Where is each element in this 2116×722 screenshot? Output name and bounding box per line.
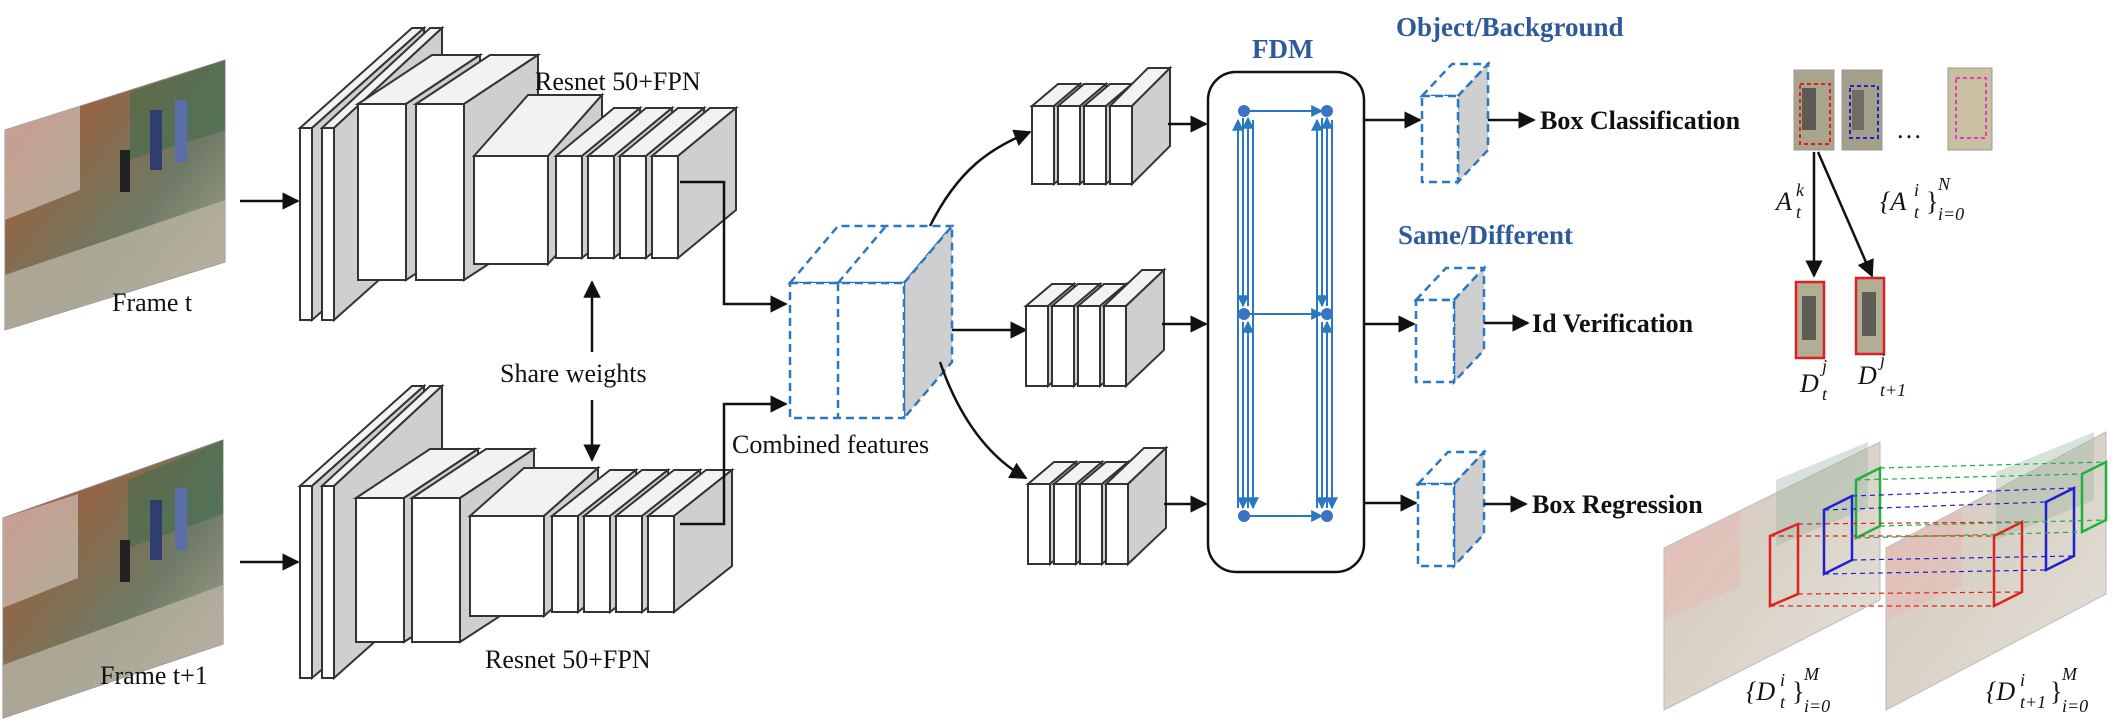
- d-t1-j-symbol: D j t+1: [1857, 350, 1906, 400]
- frame-t-image: [4, 59, 226, 331]
- svg-text:M: M: [1803, 664, 1820, 684]
- anchor-crop-2: [1841, 69, 1883, 151]
- svg-text:i: i: [2020, 670, 2025, 690]
- backbone-bottom-label: Resnet 50+FPN: [485, 645, 651, 674]
- id-group-label: Same/Different: [1398, 220, 1573, 250]
- anchor-crop-n: [1947, 67, 1993, 151]
- anchor-set-symbol: {A i t } N i=0: [1880, 174, 1964, 224]
- fdm-graph: [1232, 105, 1338, 522]
- combined-features-label: Combined features: [732, 430, 929, 459]
- backbone-top: [297, 25, 739, 323]
- svg-text:i=0: i=0: [1804, 696, 1830, 716]
- anchor-k-symbol: A k t: [1774, 180, 1805, 222]
- dset-t-symbol: {D i t } M i=0: [1746, 664, 1830, 716]
- frame-t1-label: Frame t+1: [100, 661, 208, 690]
- box-regression-label: Box Regression: [1532, 490, 1703, 519]
- svg-text:t: t: [1914, 202, 1920, 222]
- svg-text:{D: {D: [1746, 677, 1775, 706]
- svg-text:D: D: [1857, 361, 1877, 390]
- share-weights-label: Share weights: [500, 359, 647, 388]
- arrow-top-to-combined: [680, 180, 788, 313]
- head-stack-top: [1029, 65, 1173, 187]
- svg-text:t: t: [1796, 202, 1802, 222]
- head-stack-bottom: [1025, 445, 1169, 567]
- id-verification-label: Id Verification: [1532, 309, 1694, 338]
- id-output-block: [1413, 264, 1487, 386]
- svg-text:j: j: [1820, 356, 1827, 376]
- svg-text:N: N: [1937, 174, 1951, 194]
- regression-correspondence-lines: [1770, 461, 2107, 607]
- anchor-ellipsis: …: [1896, 115, 1922, 144]
- backbone-top-label: Resnet 50+FPN: [535, 67, 701, 96]
- svg-text:t+1: t+1: [2020, 692, 2046, 712]
- svg-text:{A: {A: [1880, 187, 1906, 216]
- svg-text:}: }: [1792, 677, 1804, 706]
- svg-text:i: i: [1914, 180, 1919, 200]
- svg-text:t: t: [1780, 692, 1786, 712]
- frame-t1-image: [2, 439, 224, 719]
- svg-text:i=0: i=0: [2062, 696, 2088, 716]
- svg-text:t: t: [1822, 384, 1828, 404]
- svg-text:{D: {D: [1986, 677, 2015, 706]
- svg-text:A: A: [1774, 187, 1792, 216]
- cls-group-label: Object/Background: [1396, 12, 1624, 42]
- svg-text:}: }: [1926, 187, 1938, 216]
- svg-text:i: i: [1780, 670, 1785, 690]
- arrow-bottom-to-combined: [680, 395, 788, 526]
- reg-output-block: [1415, 448, 1487, 570]
- dset-t1-symbol: {D i t+1 } M i=0: [1986, 664, 2088, 716]
- branch-arrow-bottom: [938, 361, 1028, 480]
- cls-output-block: [1419, 60, 1491, 186]
- frame-t-label: Frame t: [112, 288, 193, 317]
- svg-text:i=0: i=0: [1938, 204, 1964, 224]
- box-classification-label: Box Classification: [1540, 106, 1741, 135]
- regression-frame-t: [1663, 441, 1882, 711]
- branch-arrow-top: [928, 129, 1032, 227]
- svg-text:D: D: [1799, 369, 1819, 398]
- det-crop-t: [1794, 280, 1826, 360]
- fdm-box: [1206, 70, 1366, 574]
- svg-text:M: M: [2061, 664, 2078, 684]
- svg-text:}: }: [2050, 677, 2062, 706]
- svg-text:t+1: t+1: [1880, 380, 1906, 400]
- fdm-label: FDM: [1252, 34, 1313, 64]
- det-crop-t1: [1854, 276, 1886, 356]
- backbone-bottom: [297, 383, 735, 681]
- arrow-anchor-to-dt1: [1816, 151, 1874, 278]
- d-t-j-symbol: D j t: [1799, 356, 1828, 404]
- svg-text:k: k: [1796, 180, 1805, 200]
- svg-text:j: j: [1878, 350, 1885, 370]
- combined-features-block: [787, 222, 955, 422]
- head-stack-mid: [1023, 267, 1167, 389]
- anchor-crop-1: [1793, 69, 1835, 151]
